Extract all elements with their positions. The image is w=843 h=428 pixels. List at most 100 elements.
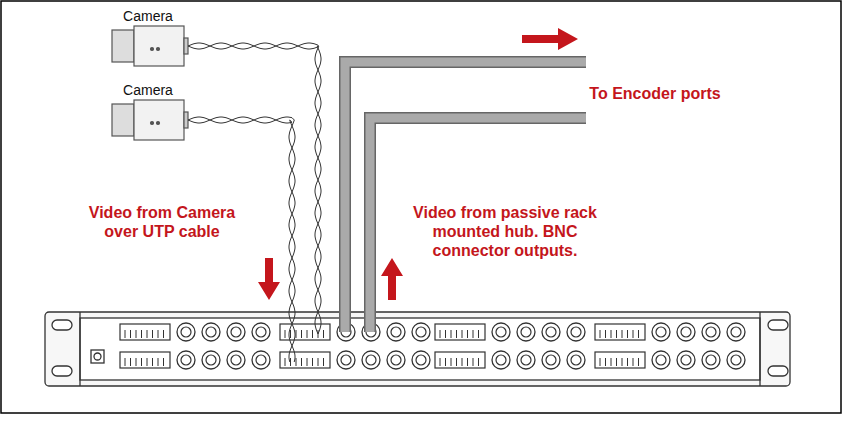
- bnc-connector: [652, 323, 670, 341]
- bnc-connector: [177, 323, 195, 341]
- terminal-pin: [605, 358, 606, 366]
- terminal-pin: [285, 330, 286, 338]
- coax-cable: [345, 62, 586, 332]
- terminal-pin: [290, 358, 291, 366]
- terminal-pin: [600, 330, 601, 338]
- terminal-pin: [323, 330, 324, 338]
- terminal-pin: [627, 330, 628, 338]
- terminal-pin: [147, 330, 148, 338]
- terminal-pin: [312, 358, 313, 366]
- bnc-connector: [202, 351, 220, 369]
- terminal-block: [120, 324, 170, 340]
- terminal-pin: [312, 330, 313, 338]
- terminal-pin: [478, 358, 479, 366]
- terminal-pin: [125, 358, 126, 366]
- terminal-pin: [627, 358, 628, 366]
- terminal-block: [280, 352, 330, 368]
- terminal-pin: [147, 358, 148, 366]
- terminal-pin: [125, 330, 126, 338]
- rack-hub: [45, 312, 790, 386]
- terminal-pin: [451, 330, 452, 338]
- terminal-pin: [136, 330, 137, 338]
- bnc-connector: [542, 323, 560, 341]
- terminal-pin: [451, 358, 452, 366]
- bnc-connector: [706, 355, 716, 365]
- bnc-connector: [731, 355, 741, 365]
- bnc-connector: [227, 323, 245, 341]
- terminal-pin: [163, 330, 164, 338]
- bnc-connector: [546, 327, 556, 337]
- bnc-connector: [521, 327, 531, 337]
- camera-label: Camera: [112, 82, 184, 99]
- bnc-connector: [542, 351, 560, 369]
- terminal-pin: [136, 358, 137, 366]
- camera-icon: [112, 100, 188, 140]
- bnc-connector: [656, 355, 666, 365]
- bnc-connector: [517, 323, 535, 341]
- terminal-pin: [301, 358, 302, 366]
- terminal-pin: [440, 330, 441, 338]
- bnc-connector: [521, 355, 531, 365]
- bnc-connector: [181, 327, 191, 337]
- direction-arrow: [522, 28, 578, 50]
- bnc-connector: [231, 327, 241, 337]
- bnc-connector: [492, 323, 510, 341]
- bnc-connector: [496, 355, 506, 365]
- terminal-pin: [130, 330, 131, 338]
- terminal-pin: [307, 330, 308, 338]
- terminal-pin: [600, 358, 601, 366]
- bnc-connector: [567, 323, 585, 341]
- bnc-connector: [571, 355, 581, 365]
- terminal-block: [595, 352, 645, 368]
- bnc-connector: [366, 355, 376, 365]
- terminal-pin: [605, 330, 606, 338]
- bnc-connector: [256, 355, 266, 365]
- bnc-connector: [206, 327, 216, 337]
- bnc-connector: [517, 351, 535, 369]
- bnc-connector: [181, 355, 191, 365]
- terminal-pin: [638, 330, 639, 338]
- terminal-pin: [611, 330, 612, 338]
- callout-note: Video from Camera over UTP cable: [76, 203, 248, 241]
- terminal-pin: [456, 358, 457, 366]
- terminal-pin: [296, 358, 297, 366]
- terminal-pin: [307, 358, 308, 366]
- terminal-pin: [290, 330, 291, 338]
- terminal-pin: [152, 330, 153, 338]
- bnc-connector: [681, 327, 691, 337]
- terminal-pin: [467, 358, 468, 366]
- terminal-pin: [141, 330, 142, 338]
- terminal-pin: [456, 330, 457, 338]
- terminal-block: [280, 324, 330, 340]
- bnc-connector: [206, 355, 216, 365]
- frame: [1, 1, 841, 413]
- bnc-connector: [391, 327, 401, 337]
- terminal-pin: [473, 358, 474, 366]
- connector-rows: [120, 323, 745, 369]
- terminal-pin: [323, 358, 324, 366]
- terminal-pin: [611, 358, 612, 366]
- utp-wire: [188, 43, 321, 334]
- bnc-connector: [231, 355, 241, 365]
- callout-note: Video from passive rack mounted hub. BNC…: [400, 203, 610, 261]
- bnc-connector: [412, 323, 430, 341]
- terminal-block: [120, 352, 170, 368]
- terminal-pin: [616, 358, 617, 366]
- utp-cables: [188, 43, 321, 362]
- terminal-pin: [318, 358, 319, 366]
- terminal-pin: [638, 358, 639, 366]
- bnc-connector: [656, 327, 666, 337]
- bnc-connector: [362, 351, 380, 369]
- terminal-pin: [622, 330, 623, 338]
- callout-note: To Encoder ports: [560, 84, 750, 103]
- bnc-connector: [496, 327, 506, 337]
- bnc-connector: [391, 355, 401, 365]
- terminal-pin: [473, 330, 474, 338]
- terminal-pin: [622, 358, 623, 366]
- terminal-pin: [445, 358, 446, 366]
- bnc-connector: [731, 327, 741, 337]
- bnc-connector: [177, 351, 195, 369]
- terminal-pin: [285, 358, 286, 366]
- terminal-pin: [296, 330, 297, 338]
- bnc-connector: [252, 351, 270, 369]
